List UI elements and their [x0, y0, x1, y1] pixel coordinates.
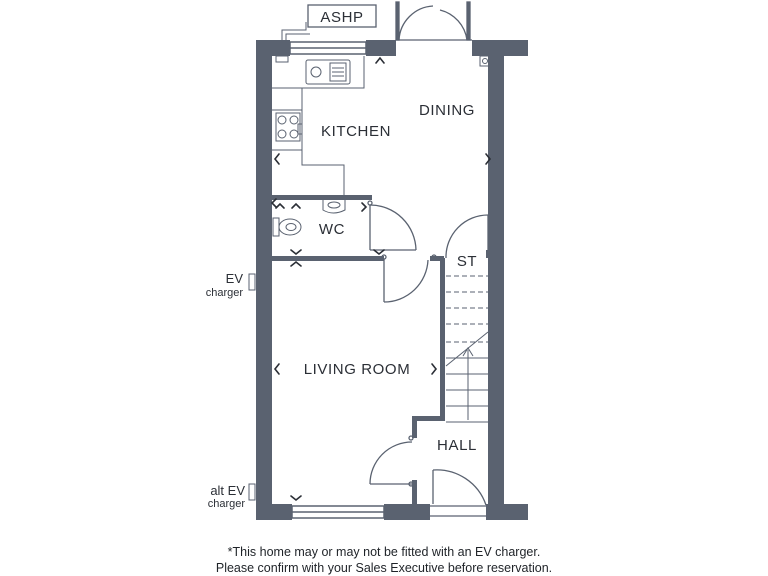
dimension-arrow-icon: [273, 363, 280, 375]
staircase: [445, 275, 489, 423]
alt-ev-label: alt EV: [210, 483, 245, 498]
ev-chargers: [248, 273, 256, 501]
french-doors: [395, 1, 472, 41]
alt-ev-charger-icon: [248, 483, 256, 501]
wc-label: WC: [319, 221, 345, 238]
sink-icon: [305, 59, 351, 85]
toilet-icon: [272, 217, 302, 237]
living-room-door: [383, 259, 429, 303]
doors: [367, 1, 489, 517]
dimension-arrow-icon: [275, 202, 285, 209]
boiler-icon: [479, 55, 491, 67]
basin-icon: [322, 200, 346, 214]
kitchen-fittings: [272, 22, 491, 195]
dimension-arrow-icon: [485, 153, 492, 165]
dimension-arrow-icon: [290, 260, 302, 267]
dimension-arrow-icon: [291, 202, 301, 209]
windows: [289, 41, 385, 519]
alt-ev-charger-label: charger: [208, 498, 246, 510]
hall-label: HALL: [437, 437, 477, 454]
dimension-arrow-icon: [361, 202, 368, 212]
outer-walls: [256, 40, 528, 520]
ev-label: EV: [226, 271, 244, 286]
living-room-label: LIVING ROOM: [304, 361, 411, 378]
dining-label: DINING: [419, 102, 475, 119]
footnote-line-1: *This home may or may not be fitted with…: [227, 545, 541, 559]
dimension-arrow-icon: [270, 198, 277, 208]
ev-charger-label: charger: [206, 287, 244, 299]
internal-walls: [272, 195, 491, 506]
dimension-arrow-icon: [373, 249, 385, 256]
footnote-line-2: Please confirm with your Sales Executive…: [215, 561, 553, 575]
kitchen-label: KITCHEN: [321, 123, 391, 140]
cupboard-door: [445, 214, 489, 259]
dimension-arrow-icon: [290, 495, 302, 502]
dimension-arrow-icon: [273, 153, 280, 165]
dimension-arrow-icon: [290, 249, 302, 256]
dimension-arrow-icon: [431, 363, 438, 375]
hall-living-door: [369, 441, 413, 485]
ev-charger-icon: [248, 273, 256, 291]
ashp-label: ASHP: [320, 9, 363, 26]
stair-arrow-icon: [462, 347, 474, 420]
ashp-box: [307, 4, 377, 28]
st-label: ST: [457, 253, 477, 270]
dimension-arrows: [270, 56, 492, 502]
front-door: [430, 469, 487, 517]
wc-door: [369, 204, 417, 251]
wc-fittings: [272, 200, 346, 237]
hob-icon: [275, 112, 301, 142]
dimension-arrow-icon: [375, 56, 385, 64]
